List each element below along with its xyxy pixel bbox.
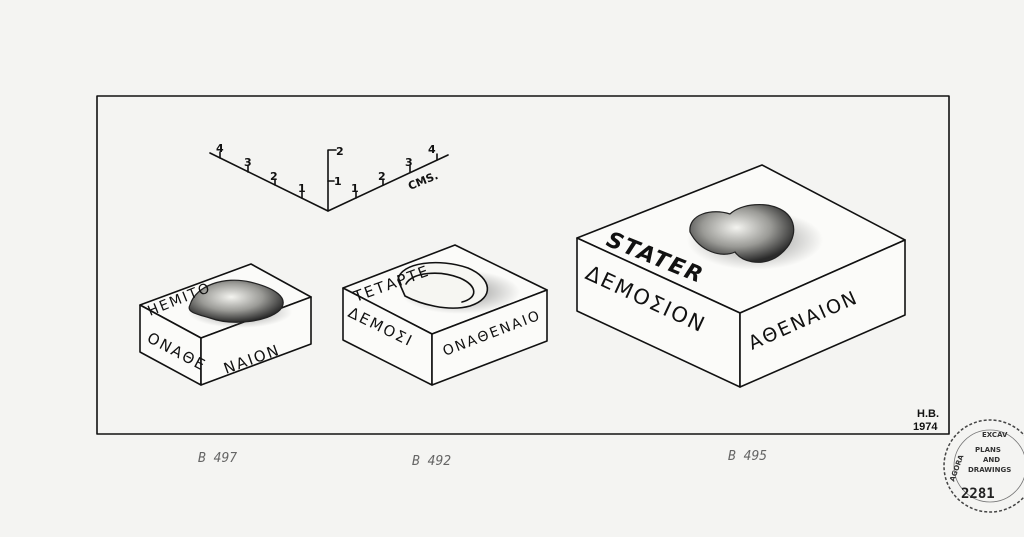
- stamp-line-2: EXCAV: [982, 431, 1008, 439]
- lead-weight-lump-large: [689, 204, 795, 263]
- scale-tick-vertical-2: 2: [336, 145, 344, 158]
- stamp-number: 2281: [961, 486, 995, 502]
- scale-tick-left-2: 2: [270, 170, 278, 183]
- signature-year: 1974: [913, 421, 938, 433]
- drawing-frame: [96, 95, 950, 435]
- weight-block-large: STATER ΔΕΜΟΣΙΟΝ ΑΘΕΝΑΙΟΝ: [576, 164, 906, 388]
- scale-bar: 4 3 2 1 1 2 3 4 2 1 CMS.: [209, 142, 449, 212]
- lead-weight-lump-small: [188, 279, 284, 323]
- stamp-line-5: DRAWINGS: [968, 466, 1011, 474]
- archive-stamp: AGORA EXCAV PLANS AND DRAWINGS 2281: [943, 419, 1024, 513]
- scale-tick-left-1: 1: [298, 182, 306, 195]
- stamp-line-4: AND: [983, 456, 1000, 464]
- stamp-line-1: AGORA: [948, 453, 965, 483]
- scale-tick-right-3: 3: [405, 156, 413, 169]
- catalogue-label-b497: B 497: [198, 451, 237, 466]
- scale-tick-right-1: 1: [351, 182, 359, 195]
- scale-tick-right-2: 2: [378, 170, 386, 183]
- catalogue-label-b492: B 492: [412, 454, 451, 469]
- weight-block-small: ΗΕΜΙΤΟ ΟΝΑΘΕ ΝΑΙΟΝ: [139, 263, 312, 386]
- block-large-right: [739, 239, 906, 388]
- scale-tick-left-3: 3: [244, 156, 252, 169]
- signature-initials: H.B.: [917, 408, 939, 420]
- stamp-line-3: PLANS: [975, 446, 1001, 454]
- weight-block-medium: ΤΕΤΑΡΤΕ ΔΕΜΟΣΙ ΟΝΑΘΕΝΑΙΟ: [342, 244, 548, 386]
- scale-tick-vertical-1: 1: [334, 175, 342, 188]
- catalogue-label-b495: B 495: [728, 449, 767, 464]
- scale-tick-right-4: 4: [428, 143, 436, 156]
- scale-tick-left-4: 4: [216, 142, 224, 155]
- signature: H.B. 1974: [913, 408, 939, 433]
